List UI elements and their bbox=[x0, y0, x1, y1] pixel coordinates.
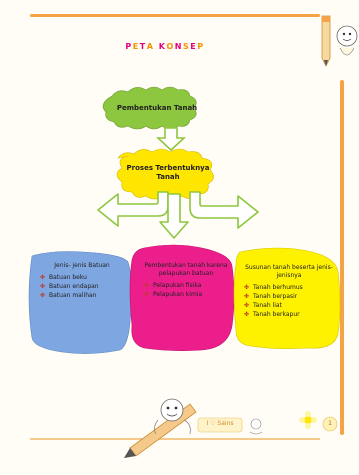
bullet-icon: ✤ bbox=[244, 284, 250, 291]
list-item-label: Tanah berkapur bbox=[253, 311, 300, 318]
down-arrow-1 bbox=[155, 127, 187, 152]
page-number-badge bbox=[322, 416, 338, 432]
bullet-icon: ✤ bbox=[244, 302, 250, 309]
right-branch-arrow bbox=[189, 191, 259, 229]
title-letter: O bbox=[166, 42, 175, 51]
list-item: ✤Tanah berhumus bbox=[244, 284, 334, 292]
bottom-divider bbox=[30, 438, 320, 440]
jenis-batuan-box bbox=[28, 251, 132, 354]
title-letter: P bbox=[197, 42, 205, 51]
cartoon-character-top-icon bbox=[336, 25, 358, 56]
pelapukan-content: Pembentukan tanah karena pelapukan batua… bbox=[144, 262, 228, 300]
title-letter: N bbox=[174, 42, 183, 51]
pelapukan-list: ✤Pelapukan fisika✤Pelapukan kimia bbox=[144, 282, 228, 299]
list-item: ✤Pelapukan kimia bbox=[144, 291, 228, 299]
center-branch-arrow bbox=[159, 193, 189, 239]
list-item-label: Tanah berpasir bbox=[253, 293, 298, 300]
list-item: ✤Tanah berkapur bbox=[244, 311, 334, 319]
list-item: ✤Batuan beku bbox=[40, 274, 124, 282]
list-item-label: Tanah berhumus bbox=[253, 284, 303, 291]
title-letter: K bbox=[158, 42, 167, 51]
susunan-tanah-list: ✤Tanah berhumus✤Tanah berpasir✤Tanah lia… bbox=[244, 284, 334, 319]
pembentukan-tanah-cloud bbox=[102, 86, 197, 130]
flower-icon bbox=[299, 411, 317, 429]
list-item: ✤Tanah berpasir bbox=[244, 293, 334, 301]
footer-badge bbox=[197, 417, 243, 433]
pencil-top-icon bbox=[321, 15, 331, 67]
list-item-label: Batuan beku bbox=[49, 274, 87, 281]
side-divider bbox=[340, 80, 344, 435]
proses-line-1: Proses Terbentuknya bbox=[126, 164, 210, 172]
susunan-tanah-box bbox=[233, 247, 341, 349]
bullet-icon: ✤ bbox=[40, 292, 46, 299]
bullet-icon: ✤ bbox=[244, 311, 250, 318]
title-letter: E bbox=[132, 42, 140, 51]
small-character-icon bbox=[249, 418, 263, 435]
title-letter: E bbox=[190, 42, 198, 51]
pencil-character-bottom-icon bbox=[124, 398, 197, 458]
title-letter: S bbox=[182, 42, 191, 51]
title-letter: T bbox=[139, 42, 147, 51]
jenis-batuan-content: Jenis- jenis Batuan ✤Batuan beku✤Batuan … bbox=[40, 262, 124, 301]
bullet-icon: ✤ bbox=[40, 283, 46, 290]
list-item: ✤Tanah liat bbox=[244, 302, 334, 310]
bullet-icon: ✤ bbox=[244, 293, 250, 300]
proses-terbentuknya-label: Proses Terbentuknya Tanah bbox=[118, 164, 218, 182]
list-item-label: Pelapukan kimia bbox=[153, 291, 203, 298]
bullet-icon: ✤ bbox=[144, 291, 150, 298]
proses-terbentuknya-cloud bbox=[116, 148, 214, 200]
title-letter: A bbox=[146, 42, 155, 51]
pelapukan-batuan-box bbox=[129, 244, 235, 351]
branch-arrows bbox=[97, 191, 259, 239]
footer-badge-text: I ♡ Sains bbox=[206, 420, 234, 427]
bullet-icon: ✤ bbox=[144, 282, 150, 289]
susunan-tanah-heading: Susunan tanah beserta jenis- jenisnya bbox=[245, 264, 333, 279]
left-branch-arrow bbox=[97, 191, 169, 227]
list-item: ✤Batuan malihan bbox=[40, 292, 124, 300]
susunan-tanah-content: Susunan tanah beserta jenis- jenisnya ✤T… bbox=[244, 264, 334, 320]
list-item-label: Tanah liat bbox=[253, 302, 282, 309]
pelapukan-heading: Pembentukan tanah karena pelapukan batua… bbox=[144, 262, 228, 277]
list-item-label: Pelapukan fisika bbox=[153, 282, 202, 289]
list-item: ✤Batuan endapan bbox=[40, 283, 124, 291]
jenis-batuan-heading: Jenis- jenis Batuan bbox=[54, 262, 110, 269]
page-number: 1 bbox=[328, 420, 332, 427]
list-item-label: Batuan endapan bbox=[49, 283, 99, 290]
list-item-label: Batuan malihan bbox=[49, 292, 97, 299]
page-title: PETA KONSEP bbox=[0, 42, 330, 51]
proses-line-2: Tanah bbox=[156, 173, 180, 181]
bullet-icon: ✤ bbox=[40, 274, 46, 281]
title-letter: P bbox=[125, 42, 133, 51]
pembentukan-tanah-label: Pembentukan Tanah bbox=[116, 104, 198, 112]
jenis-batuan-list: ✤Batuan beku✤Batuan endapan✤Batuan malih… bbox=[40, 274, 124, 300]
top-divider bbox=[30, 14, 320, 17]
list-item: ✤Pelapukan fisika bbox=[144, 282, 228, 290]
